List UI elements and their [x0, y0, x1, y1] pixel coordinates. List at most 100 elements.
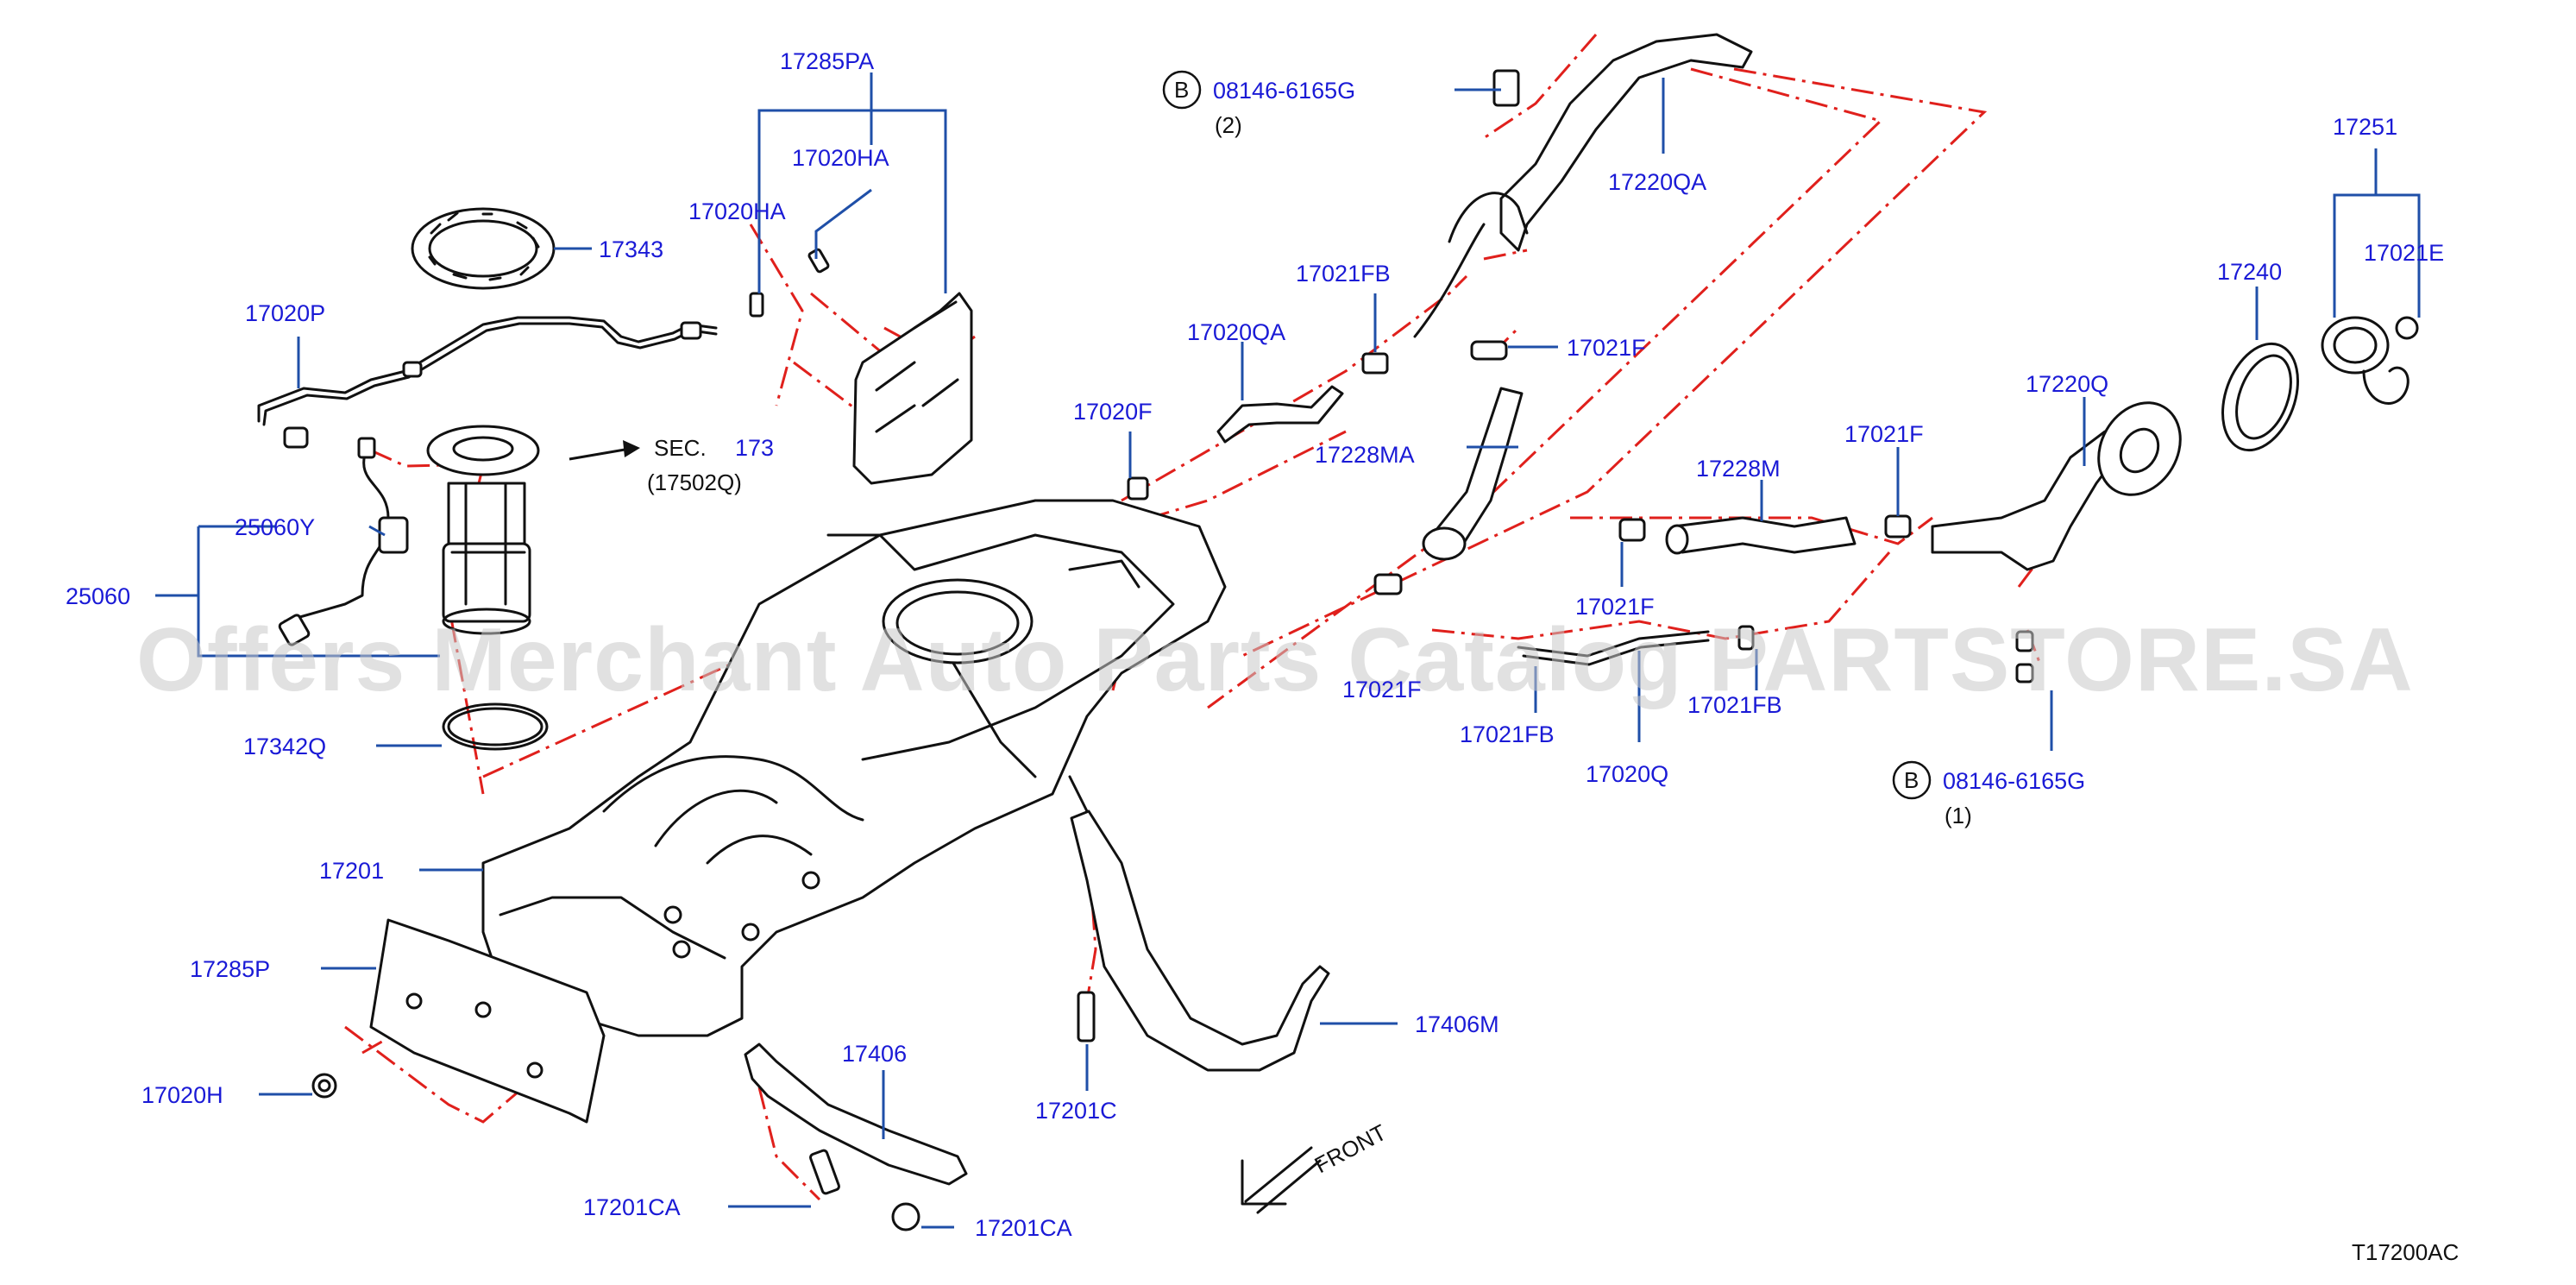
callout-17201[interactable]: 17201	[319, 858, 384, 884]
svg-text:17021FB: 17021FB	[1296, 261, 1391, 287]
callout-17240[interactable]: 17240	[2217, 259, 2282, 285]
fuel-line-17020P-drawing	[257, 316, 718, 449]
callout-17021FB-left[interactable]: 17021FB	[1460, 721, 1555, 747]
svg-text:17201: 17201	[319, 858, 384, 884]
svg-text:17228MA: 17228MA	[1315, 442, 1415, 468]
callout-17201CA-right[interactable]: 17201CA	[975, 1215, 1072, 1241]
svg-text:B: B	[1904, 767, 1919, 793]
svg-text:(17502Q): (17502Q)	[647, 469, 742, 495]
heat-shield-17285P-drawing	[369, 918, 606, 1124]
svg-text:17251: 17251	[2333, 114, 2397, 140]
callout-17021F-lower[interactable]: 17021F	[1342, 677, 1422, 702]
heat-shield-17285PA-drawing	[749, 248, 973, 485]
callout-leader-lines	[155, 72, 2421, 1229]
svg-text:17240: 17240	[2217, 259, 2282, 285]
callout-17406[interactable]: 17406	[842, 1041, 907, 1067]
section-reference-173[interactable]: SEC. 173 (17502Q)	[647, 435, 774, 495]
callout-bolt-08146-6165G-qty1[interactable]: B 08146-6165G (1)	[1892, 760, 2085, 828]
callout-17285PA[interactable]: 17285PA	[780, 48, 874, 74]
svg-text:17021F: 17021F	[1575, 594, 1655, 620]
svg-text:17021E: 17021E	[2364, 240, 2444, 266]
svg-text:17342Q: 17342Q	[243, 734, 326, 759]
callout-25060[interactable]: 25060	[66, 583, 130, 609]
callout-17020QA[interactable]: 17020QA	[1187, 319, 1285, 345]
fuel-tank-17201-drawing	[481, 499, 1227, 1037]
callout-17021FB-right[interactable]: 17021FB	[1687, 692, 1782, 718]
svg-text:17020Q: 17020Q	[1586, 761, 1668, 787]
callout-bolt-08146-6165G-qty2[interactable]: B 08146-6165G (2)	[1162, 70, 1355, 138]
callout-17228M[interactable]: 17228M	[1696, 456, 1781, 482]
callout-17201CA-left[interactable]: 17201CA	[583, 1194, 681, 1220]
callout-17020F[interactable]: 17020F	[1073, 399, 1153, 425]
clip-17020H-drawing	[311, 1073, 337, 1099]
svg-text:17406: 17406	[842, 1041, 907, 1067]
svg-text:08146-6165G: 08146-6165G	[1213, 78, 1355, 104]
filler-tube-17220QA-drawing	[1413, 33, 1753, 338]
drawing-code: T17200AC	[2352, 1239, 2459, 1265]
callout-17020H[interactable]: 17020H	[141, 1082, 223, 1108]
callout-17343[interactable]: 17343	[599, 236, 663, 262]
callout-17020P[interactable]: 17020P	[245, 300, 325, 326]
callout-17021F-right[interactable]: 17021F	[1844, 421, 1924, 447]
svg-text:17285PA: 17285PA	[780, 48, 874, 74]
svg-text:B: B	[1174, 77, 1189, 103]
svg-text:17220QA: 17220QA	[1608, 169, 1706, 195]
callout-17020Q[interactable]: 17020Q	[1586, 761, 1668, 787]
svg-text:17201C: 17201C	[1035, 1098, 1117, 1124]
badge-b-icon	[1162, 70, 1202, 110]
callout-17220QA[interactable]: 17220QA	[1608, 169, 1706, 195]
badge-b-icon	[1892, 760, 1932, 800]
svg-text:17020HA: 17020HA	[688, 198, 786, 224]
svg-text:173: 173	[735, 435, 774, 461]
strap-17406-drawing	[744, 1042, 968, 1231]
svg-text:(1): (1)	[1945, 803, 1972, 828]
callout-17021F-upper[interactable]: 17021F	[1567, 335, 1646, 361]
svg-text:17285P: 17285P	[190, 956, 270, 982]
watermark-text: Offers Merchant Auto Parts Catalog PARTS…	[136, 610, 2414, 710]
filler-neck-17220Q-drawing	[1931, 401, 2182, 571]
callout-25060Y[interactable]: 25060Y	[235, 514, 315, 540]
svg-text:17021F: 17021F	[1844, 421, 1924, 447]
svg-text:17020HA: 17020HA	[792, 145, 889, 171]
svg-text:25060: 25060	[66, 583, 130, 609]
filler-ring-17240-drawing	[2221, 342, 2299, 452]
hoses-drawing	[1127, 340, 2034, 683]
callout-17220Q[interactable]: 17220Q	[2026, 371, 2108, 397]
fuel-pump-module-25060-drawing	[278, 425, 540, 646]
callout-17020HA-lower[interactable]: 17020HA	[688, 198, 786, 224]
callout-17406M[interactable]: 17406M	[1415, 1011, 1499, 1037]
svg-text:25060Y: 25060Y	[235, 514, 315, 540]
svg-text:17201CA: 17201CA	[583, 1194, 681, 1220]
callout-17342Q[interactable]: 17342Q	[243, 734, 326, 759]
svg-text:17020F: 17020F	[1073, 399, 1153, 425]
filler-cap-17251-drawing	[2321, 316, 2419, 405]
svg-text:17020H: 17020H	[141, 1082, 223, 1108]
callout-17021F-left[interactable]: 17021F	[1575, 594, 1655, 620]
svg-text:17020QA: 17020QA	[1187, 319, 1285, 345]
strap-17406M-drawing	[1070, 809, 1330, 1072]
svg-text:17020P: 17020P	[245, 300, 325, 326]
callout-17251[interactable]: 17251	[2333, 114, 2397, 140]
front-label: FRONT	[1310, 1119, 1391, 1179]
lock-ring-17343-drawing	[411, 207, 556, 290]
svg-text:17201CA: 17201CA	[975, 1215, 1072, 1241]
svg-text:17021FB: 17021FB	[1460, 721, 1555, 747]
callout-17020HA-upper[interactable]: 17020HA	[792, 145, 889, 171]
svg-text:17021FB: 17021FB	[1687, 692, 1782, 718]
svg-text:17406M: 17406M	[1415, 1011, 1499, 1037]
callout-17021E[interactable]: 17021E	[2364, 240, 2444, 266]
callout-17201C[interactable]: 17201C	[1035, 1098, 1117, 1124]
callout-17285P[interactable]: 17285P	[190, 956, 270, 982]
svg-text:17021F: 17021F	[1342, 677, 1422, 702]
callout-17228MA[interactable]: 17228MA	[1315, 442, 1415, 468]
svg-text:SEC.: SEC.	[654, 435, 707, 461]
o-ring-17342Q-drawing	[442, 702, 549, 751]
svg-text:08146-6165G: 08146-6165G	[1943, 768, 2085, 794]
svg-text:17228M: 17228M	[1696, 456, 1781, 482]
svg-text:17343: 17343	[599, 236, 663, 262]
svg-text:17021F: 17021F	[1567, 335, 1646, 361]
svg-text:17220Q: 17220Q	[2026, 371, 2108, 397]
front-direction-arrow	[1241, 1146, 1322, 1214]
callout-17021FB-upper[interactable]: 17021FB	[1296, 261, 1391, 287]
